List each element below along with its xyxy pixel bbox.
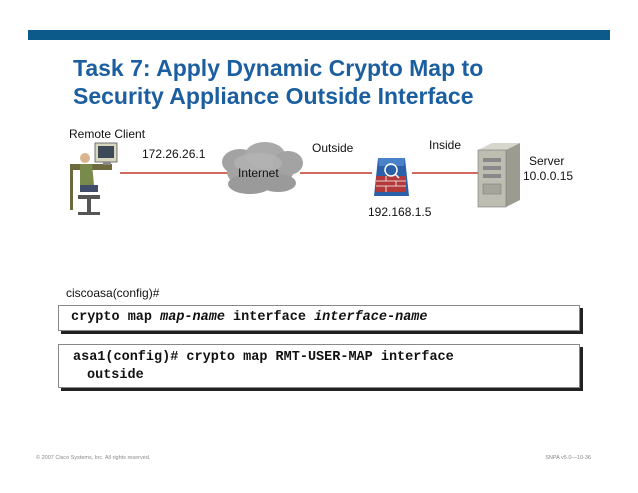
workstation-icon: [70, 142, 118, 215]
example-line-2: outside: [87, 368, 144, 383]
inside-label: Inside: [429, 138, 462, 152]
remote-client-label: Remote Client: [69, 127, 146, 141]
title-line-1: Task 7: Apply Dynamic Crypto Map to: [73, 55, 484, 81]
server-icon: [477, 143, 520, 208]
example-line-1: asa1(config)# crypto map RMT-USER-MAP in…: [73, 350, 454, 365]
header-bar: [28, 30, 610, 40]
outside-label: Outside: [312, 141, 354, 155]
internet-cloud-icon: [222, 142, 303, 194]
internet-label: Internet: [238, 166, 279, 180]
copyright-footer: © 2007 Cisco Systems, Inc. All rights re…: [36, 455, 151, 461]
syntax-arg-map-name: map-name: [160, 310, 225, 325]
syntax-box: crypto map map-name interface interface-…: [58, 305, 580, 331]
client-ip-label: 172.26.26.1: [142, 147, 206, 161]
appliance-ip-label: 192.168.1.5: [368, 205, 432, 219]
course-footer: SNPA v5.0—10-36: [545, 455, 591, 461]
syntax-keyword-interface: interface: [233, 310, 306, 325]
server-ip-label: 10.0.0.15: [523, 169, 574, 183]
example-box: asa1(config)# crypto map RMT-USER-MAP in…: [58, 344, 580, 388]
config-prompt: ciscoasa(config)#: [66, 286, 160, 300]
syntax-keyword-crypto-map: crypto map: [71, 310, 153, 325]
syntax-arg-interface-name: interface-name: [314, 310, 428, 325]
security-appliance-icon: [374, 158, 409, 196]
server-label: Server: [529, 154, 565, 168]
title-line-2: Security Appliance Outside Interface: [73, 83, 474, 109]
slide-title: Task 7: Apply Dynamic Crypto Map to Secu…: [73, 54, 483, 110]
